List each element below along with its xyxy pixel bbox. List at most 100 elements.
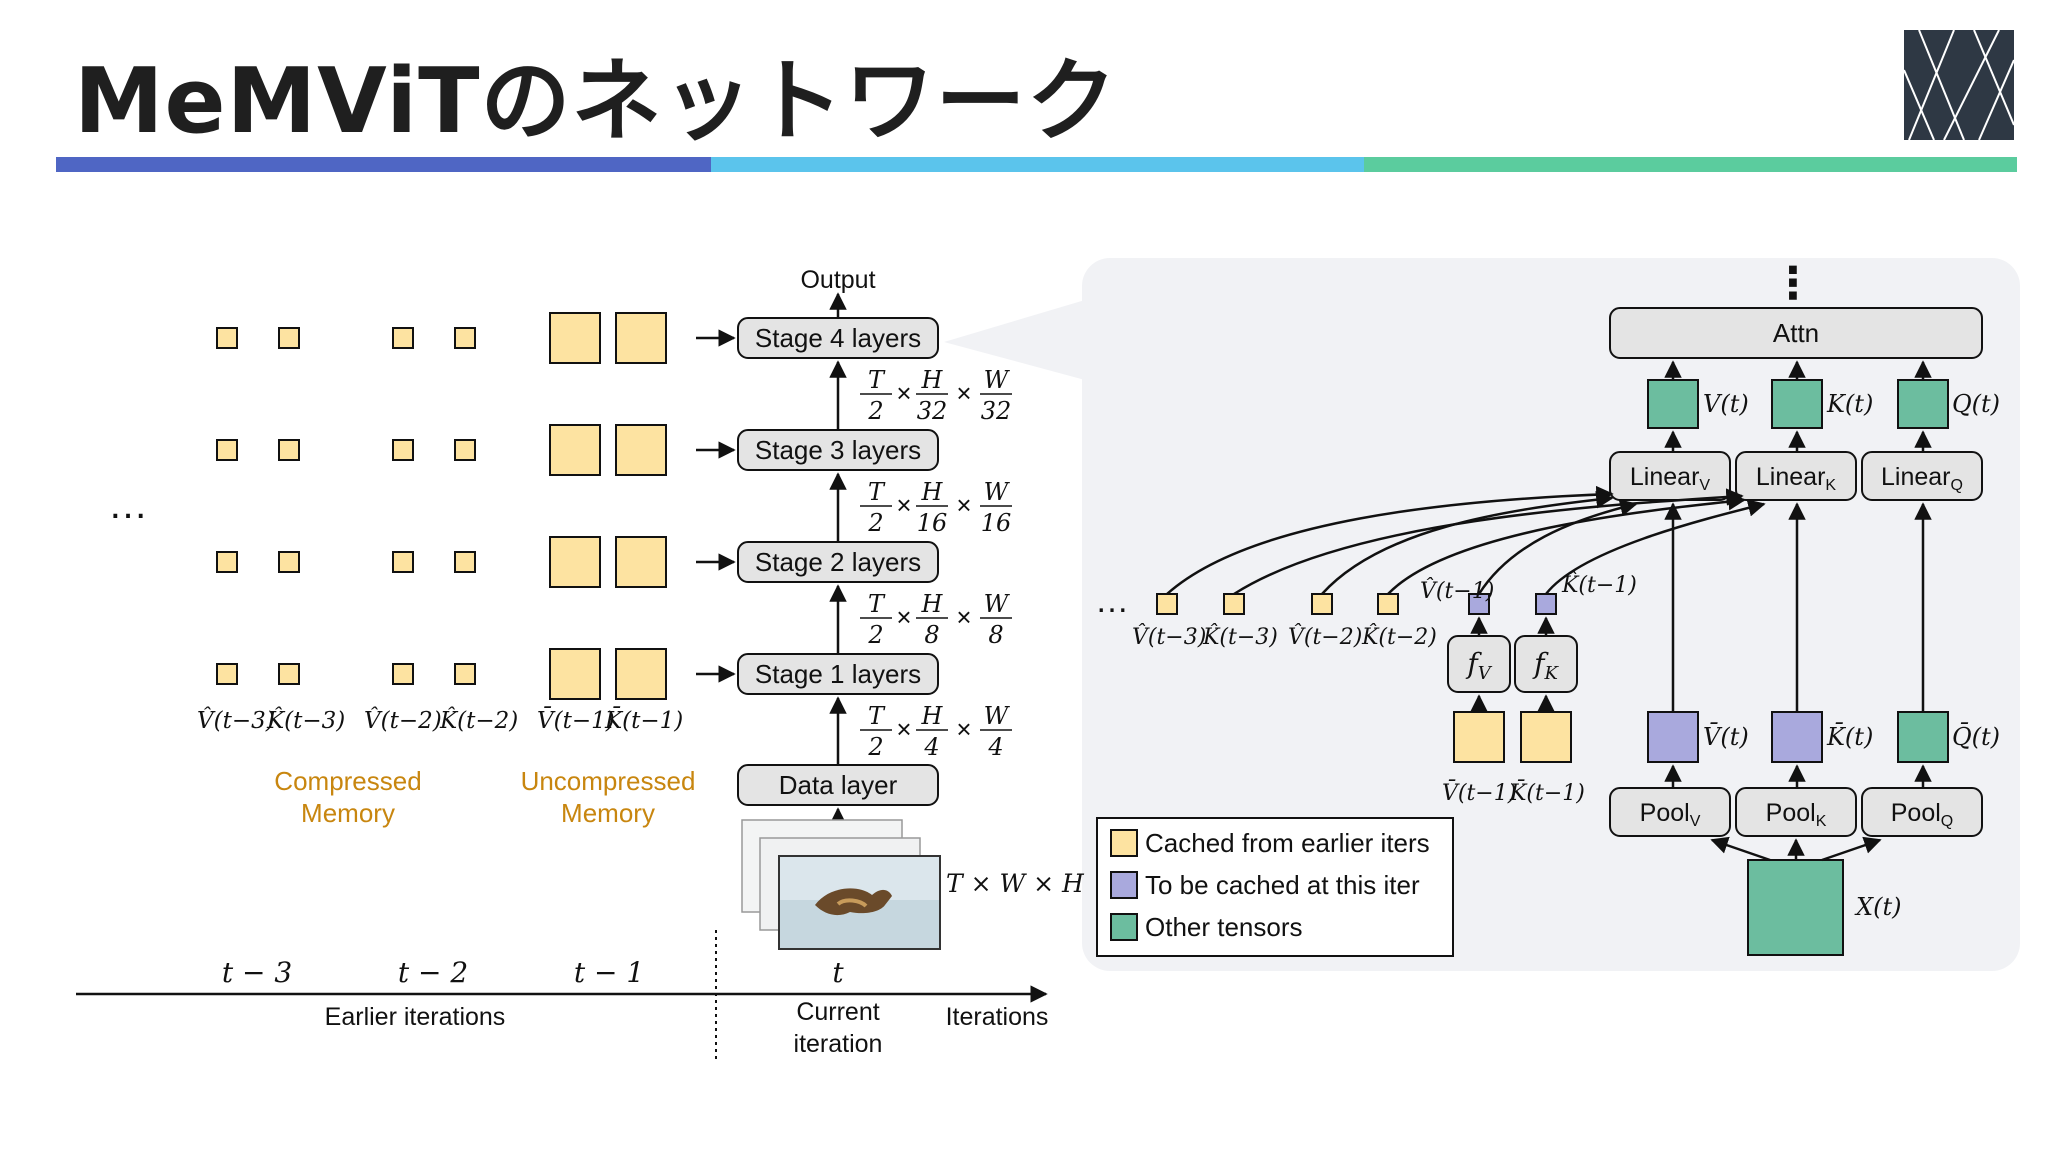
svg-text:Stage 2 layers: Stage 2 layers: [755, 547, 921, 577]
cached-v-t-2-label: V̂(t−2): [1288, 624, 1362, 650]
dim-denominator: 2: [867, 733, 883, 761]
dim-denominator: 32: [917, 397, 948, 425]
linear-v-box: LinearV: [1609, 451, 1731, 501]
label-v-t-1: V̄(t−1): [537, 707, 615, 734]
x-t-tensor: [1747, 859, 1844, 956]
dim-numerator: W: [984, 478, 1011, 506]
stage-2-layers-box: Stage 2 layers: [737, 541, 939, 583]
x-to-pool-arrow: [1821, 836, 1882, 862]
svg-text:LinearQ: LinearQ: [1881, 463, 1963, 494]
cached-v-t-3-label: V̂(t−3): [1132, 624, 1206, 650]
compressed-memory-tensor: [278, 327, 300, 349]
svg-text:Stage 4 layers: Stage 4 layers: [755, 323, 921, 353]
compressed-memory-tensor: [454, 663, 476, 685]
legend-swatch-cached: [1110, 829, 1138, 857]
legend: Cached from earlier iters To be cached a…: [1096, 817, 1454, 957]
uncompressed-memory-label-line2: Memory: [561, 798, 655, 828]
qbar-t-tensor: [1897, 711, 1949, 763]
kbar-t-tensor: [1771, 711, 1823, 763]
legend-label-to-cache: To be cached at this iter: [1145, 870, 1420, 900]
memory-to-linear-arrows: [1166, 485, 1766, 596]
vbar-t-tensor: [1647, 711, 1699, 763]
svg-text:Attn: Attn: [1773, 318, 1819, 348]
tick-t-2: t − 2: [398, 956, 468, 989]
current-iteration-label-line1: Current: [796, 998, 879, 1026]
divider-segment-cyan: [710, 157, 1364, 172]
q-t-label: Q(t): [1952, 390, 2000, 418]
dim-denominator: 2: [867, 509, 883, 537]
tick-t-3: t − 3: [222, 956, 292, 989]
legend-label-cached: Cached from earlier iters: [1145, 828, 1430, 858]
dim-denominator: 32: [981, 397, 1012, 425]
memory-row-stage-1: [216, 648, 667, 700]
svg-text:PoolQ: PoolQ: [1891, 799, 1954, 830]
dim-numerator: W: [984, 366, 1011, 394]
dim-numerator: T: [868, 590, 886, 618]
times-symbol: ×: [896, 714, 911, 744]
compressed-memory-tensor: [278, 663, 300, 685]
dim-denominator: 16: [917, 509, 948, 537]
uncompressed-memory-label-line1: Uncompressed: [521, 766, 696, 796]
khat-t-1-label: K̂(t−1): [1561, 572, 1637, 598]
uncompressed-memory-tensor: [615, 424, 667, 476]
compressed-memory-tensor: [216, 663, 238, 685]
zoom-callout-shape: [944, 300, 1085, 380]
uncompressed-memory-tensor: [549, 536, 601, 588]
dim-numerator: T: [868, 478, 886, 506]
compressed-memory-tensor: [392, 551, 414, 573]
dim-denominator: 8: [988, 621, 1003, 649]
title-divider-bar: [56, 157, 2017, 172]
vertical-dots: ⋮: [1771, 259, 1815, 308]
compressed-memory-tensor: [216, 551, 238, 573]
v-t-tensor: [1647, 379, 1699, 429]
compressed-memory-tensor: [392, 327, 414, 349]
dim-numerator: W: [984, 702, 1011, 730]
iterations-axis-label: Iterations: [946, 1003, 1049, 1031]
uncompressed-memory-tensor: [549, 648, 601, 700]
divider-segment-blue: [56, 157, 711, 172]
cached-k-t-3: [1223, 593, 1245, 615]
svg-text:LinearK: LinearK: [1756, 463, 1837, 494]
dim-numerator: W: [984, 590, 1011, 618]
tick-t: t: [832, 956, 844, 989]
pool-v-box: PoolV: [1609, 787, 1731, 837]
current-iteration-label-line2: iteration: [794, 1030, 883, 1058]
linear-k-box: LinearK: [1735, 451, 1857, 501]
times-symbol: ×: [956, 490, 971, 520]
label-v-t-3: V̂(t−3): [197, 708, 275, 734]
compressed-memory-tensor: [454, 551, 476, 573]
dim-numerator: T: [868, 702, 886, 730]
uncompressed-memory-tensor: [615, 536, 667, 588]
label-v-t-2: V̂(t−2): [364, 708, 442, 734]
dim-numerator: H: [921, 478, 944, 506]
dim-numerator: H: [921, 702, 944, 730]
vbar-t-label: V̄(t): [1703, 723, 1749, 751]
dim-denominator: 4: [923, 733, 939, 761]
q-t-tensor: [1897, 379, 1949, 429]
compressed-memory-tensor: [216, 439, 238, 461]
compressed-memory-label-line1: Compressed: [274, 766, 421, 796]
svg-text:Data layer: Data layer: [779, 770, 898, 800]
dim-denominator: 4: [987, 733, 1003, 761]
uncompressed-memory-tensor: [549, 312, 601, 364]
compressed-memory-tensor: [392, 663, 414, 685]
cached-v-t-3: [1156, 593, 1178, 615]
vbar-t-1-label: V̄(t−1): [1442, 779, 1516, 806]
memory-tensors: [216, 312, 667, 700]
qbar-t-label: Q̄(t): [1952, 723, 2000, 751]
memory-row-stage-2: [216, 536, 667, 588]
vhat-t-1-label: V̂(t−1): [1420, 578, 1494, 604]
dim-numerator: H: [921, 366, 944, 394]
label-k-t-1: K̄(t−1): [604, 707, 683, 734]
data-layer-box: Data layer: [737, 764, 939, 806]
cached-k-t-2-label: K̂(t−2): [1361, 624, 1437, 650]
label-k-t-3: K̂(t−3): [266, 708, 345, 734]
svg-text:PoolV: PoolV: [1640, 799, 1701, 830]
memory-row-stage-4: [216, 312, 667, 364]
dim-denominator: 8: [924, 621, 939, 649]
times-symbol: ×: [896, 602, 911, 632]
